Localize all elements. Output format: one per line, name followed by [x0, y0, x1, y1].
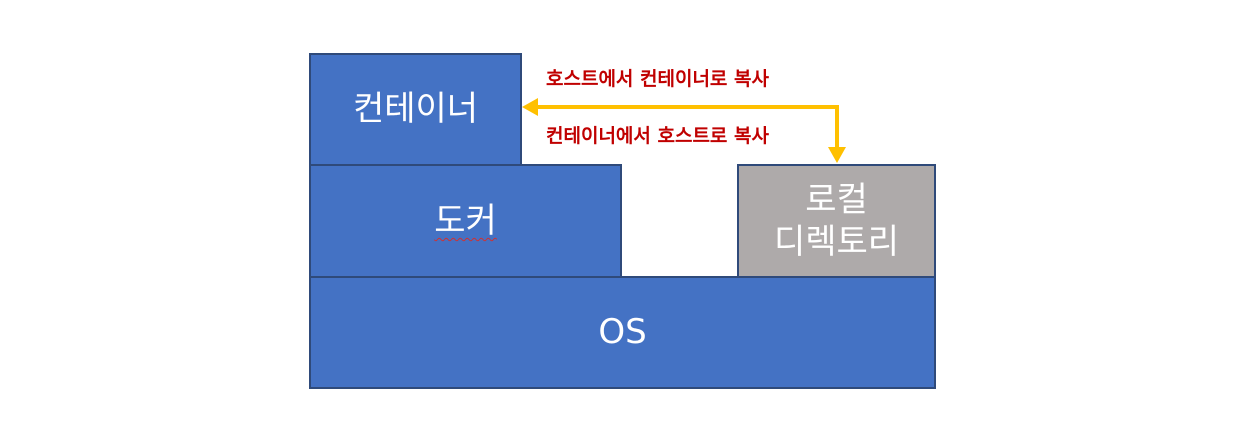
os-box: OS: [309, 276, 936, 389]
container-label: 컨테이너: [352, 89, 479, 130]
local-directory-box: 로컬 디렉토리: [737, 164, 936, 278]
docker-box: 도커: [309, 164, 622, 278]
container-box: 컨테이너: [309, 53, 522, 166]
copy-arrow-head-left: [522, 98, 538, 116]
container-to-host-label: 컨테이너에서 호스트로 복사: [546, 125, 769, 147]
local-directory-label-line1: 로컬: [805, 179, 868, 220]
local-directory-label-line2: 디렉토리: [773, 222, 900, 262]
host-to-container-label: 호스트에서 컨테이너로 복사: [546, 68, 769, 90]
local-directory-label: 로컬 디렉토리: [774, 179, 899, 264]
docker-label: 도커: [434, 200, 497, 241]
copy-arrow-head-down: [828, 147, 846, 163]
os-label: OS: [598, 312, 647, 353]
